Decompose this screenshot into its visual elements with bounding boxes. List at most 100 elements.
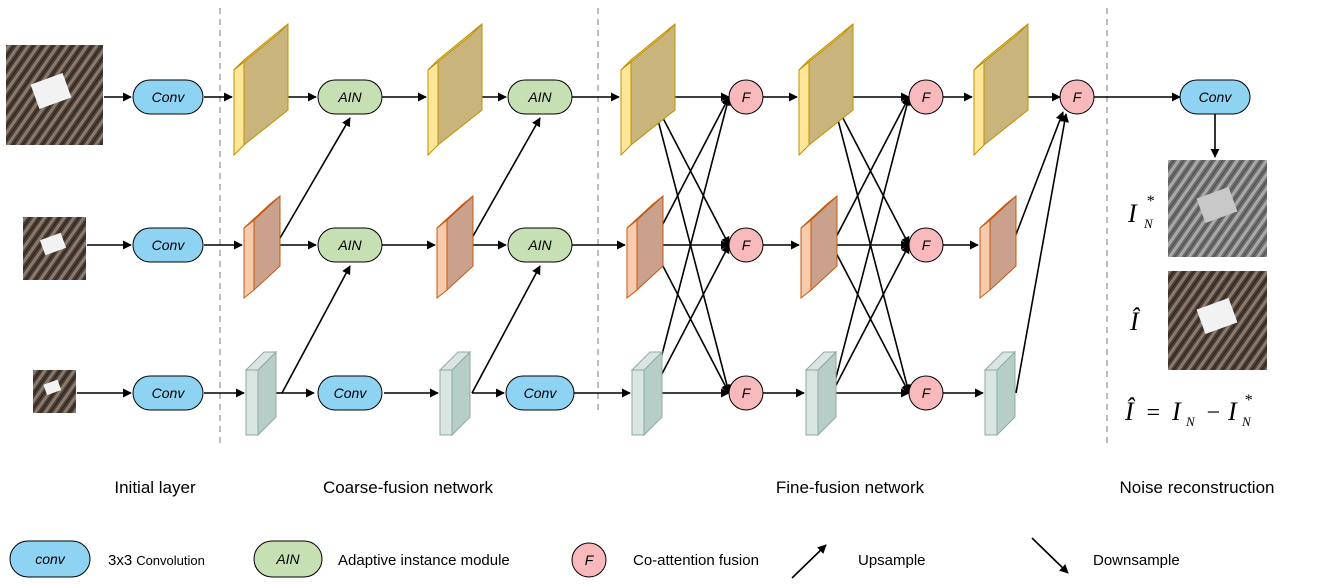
svg-text:F: F <box>585 552 595 568</box>
legend-conv-chip <box>9 540 91 578</box>
section-dividers <box>219 8 1108 445</box>
svg-text:N: N <box>1241 414 1252 429</box>
ain-node-3: AIN <box>507 79 573 115</box>
edge-f1-2-0 <box>651 96 732 394</box>
svg-text:F: F <box>922 385 932 401</box>
feature-map-m2 <box>436 194 474 300</box>
legend-downsample-arrow <box>1031 537 1069 574</box>
input-image-medium <box>23 217 86 280</box>
edge-f2-1-0 <box>831 96 910 246</box>
section-label-coarse: Coarse-fusion network <box>323 478 494 497</box>
legend-upsample-arrow <box>791 544 827 579</box>
svg-text:−: − <box>1205 400 1221 426</box>
feature-map-l3 <box>620 22 676 157</box>
svg-text:F: F <box>742 89 752 105</box>
svg-text:Conv: Conv <box>152 237 186 253</box>
svg-text:*: * <box>1244 392 1252 409</box>
fusion-node-5: F <box>908 227 944 263</box>
svg-text:Conv: Conv <box>152 385 186 401</box>
feature-map-l4 <box>798 22 854 157</box>
edge-up-m-to-ain1 <box>275 117 351 246</box>
edge-f2-2-0 <box>831 96 912 394</box>
conv-node-initial-3: Conv <box>132 375 204 411</box>
edge-f1-2-1 <box>651 244 730 394</box>
fusion-node-7: F <box>1059 79 1095 115</box>
edge-final-s <box>1015 113 1070 394</box>
svg-text:AIN: AIN <box>337 89 362 105</box>
edge-final-m <box>1011 111 1065 246</box>
svg-text:I: I <box>1127 199 1138 228</box>
feature-map-l1 <box>233 22 289 157</box>
svg-text:N: N <box>1143 216 1154 231</box>
denoised-image <box>1168 271 1267 370</box>
legend-downsample-text: Downsample <box>1093 552 1180 569</box>
conv-node-initial-2: Conv <box>132 227 204 263</box>
fusion-node-2: F <box>728 227 764 263</box>
feature-map-l2 <box>427 22 483 157</box>
svg-text:Conv: Conv <box>334 385 368 401</box>
ain-node-1: AIN <box>317 79 383 115</box>
feature-map-l5 <box>973 22 1029 157</box>
fusion-node-3: F <box>728 375 764 411</box>
legend-upsample-text: Upsample <box>858 552 926 569</box>
fusion-node-1: F <box>728 79 764 115</box>
noise-map-symbol: I N * <box>1127 193 1154 231</box>
feature-map-s3 <box>630 350 664 437</box>
conv-node-initial-1: Conv <box>132 79 204 115</box>
svg-text:*: * <box>1146 193 1154 210</box>
fusion-node-4: F <box>908 79 944 115</box>
svg-text:Conv: Conv <box>524 385 558 401</box>
svg-text:AIN: AIN <box>275 551 300 567</box>
svg-text:F: F <box>742 385 752 401</box>
legend-f-chip <box>571 542 607 578</box>
denoised-symbol: Î <box>1129 307 1141 336</box>
svg-text:F: F <box>1073 89 1083 105</box>
section-label-noise: Noise reconstruction <box>1120 478 1275 497</box>
feature-map-m5 <box>979 194 1017 300</box>
svg-text:F: F <box>922 237 932 253</box>
svg-text:N: N <box>1185 414 1196 429</box>
conv-node-output: Conv <box>1179 79 1251 115</box>
legend-f-text: Co-attention fusion <box>633 552 759 569</box>
svg-text:I: I <box>1227 397 1238 426</box>
edge-up-s-to-ain4 <box>471 265 541 394</box>
feature-map-s5 <box>983 350 1017 437</box>
input-image-large <box>6 45 103 145</box>
legend-ain-text: Adaptive instance module <box>338 552 510 569</box>
svg-text:conv: conv <box>35 551 66 567</box>
edge-up-s-to-ain2 <box>281 265 351 394</box>
conv-node-coarse-1: Conv <box>317 375 383 411</box>
input-images <box>6 45 103 413</box>
input-image-small <box>33 370 76 413</box>
svg-text:Î: Î <box>1124 397 1136 426</box>
feature-map-s2 <box>438 350 472 437</box>
svg-text:Conv: Conv <box>152 89 186 105</box>
feature-maps <box>233 22 1029 437</box>
section-label-initial: Initial layer <box>114 478 196 497</box>
feature-map-m3 <box>626 194 664 300</box>
legend-ain-chip <box>253 540 323 578</box>
edge-f2-2-1 <box>831 244 910 394</box>
feature-map-s4 <box>804 350 838 437</box>
feature-map-m1 <box>243 194 281 300</box>
svg-text:I: I <box>1171 397 1182 426</box>
svg-text:F: F <box>742 237 752 253</box>
svg-text:=: = <box>1145 400 1161 426</box>
ain-node-4: AIN <box>507 227 573 263</box>
equation: Î = I N − I N * <box>1124 392 1252 429</box>
ain-node-2: AIN <box>317 227 383 263</box>
feature-map-m4 <box>800 194 838 300</box>
noise-map-image <box>1168 160 1267 257</box>
svg-text:Conv: Conv <box>1199 89 1233 105</box>
svg-text:AIN: AIN <box>527 89 552 105</box>
svg-text:AIN: AIN <box>337 237 362 253</box>
edge-f1-1-0 <box>651 96 730 246</box>
svg-text:F: F <box>922 89 932 105</box>
conv-node-coarse-2: Conv <box>505 375 575 411</box>
edge-up-m-to-ain3 <box>467 117 541 246</box>
fusion-node-6: F <box>908 375 944 411</box>
